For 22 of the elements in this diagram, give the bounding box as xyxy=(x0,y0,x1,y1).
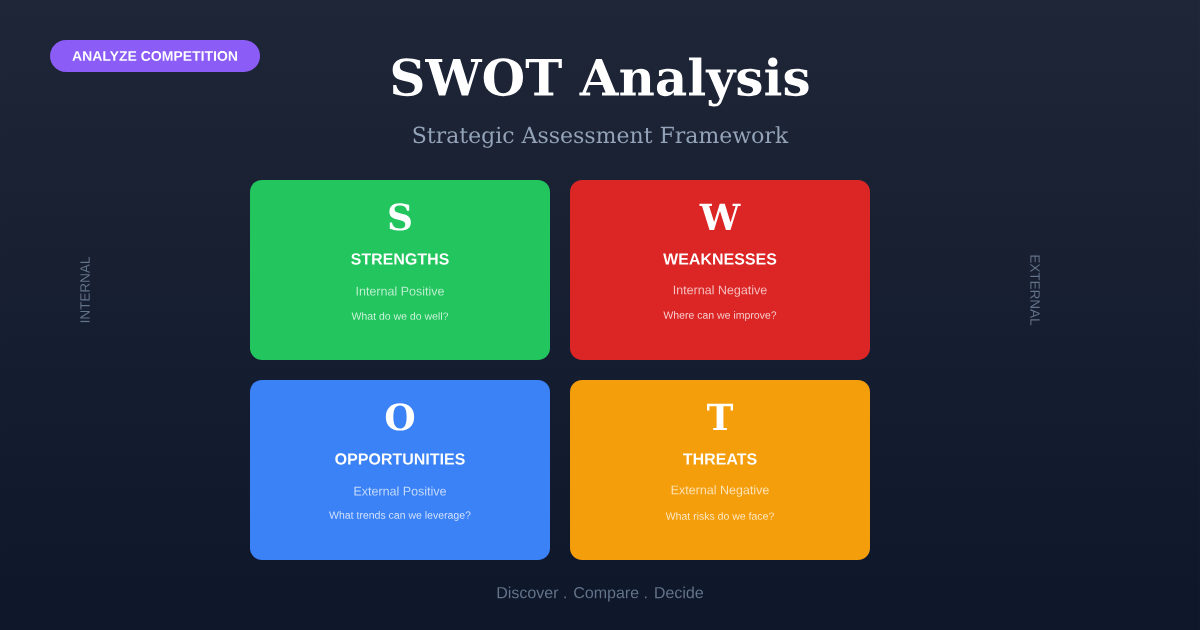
guiding-question: What trends can we leverage? xyxy=(329,511,471,521)
quadrant-heading: WEAKNESSES xyxy=(663,253,777,265)
footer-tagline: Discover . Compare . Decide xyxy=(497,586,703,602)
guiding-question: What risks do we face? xyxy=(665,512,774,520)
quadrant-letter: T xyxy=(707,403,734,431)
quadrant-heading: OPPORTUNITIES xyxy=(335,453,465,465)
guiding-question: What do we do well? xyxy=(351,312,449,320)
quadrant-heading: THREATS xyxy=(683,453,757,465)
quadrant-letter: O xyxy=(385,403,415,431)
axis-label: INTERNAL xyxy=(80,257,90,323)
quadrant-letter: W xyxy=(699,203,741,231)
title: SWOT Analysis xyxy=(392,57,809,107)
quadrant-subtitle: Internal Positive xyxy=(356,286,444,296)
quadrant-heading: STRENGTHS xyxy=(351,253,449,265)
quadrant-subtitle: External Positive xyxy=(354,486,446,496)
guiding-question: Where can we improve? xyxy=(663,311,777,321)
axis-label: EXTERNAL xyxy=(1030,255,1040,326)
subtitle: Strategic Assessment Framework xyxy=(413,126,789,148)
quadrant-subtitle: External Negative xyxy=(671,485,769,497)
category-badge: ANALYZE COMPETITION xyxy=(50,40,260,72)
quadrant-subtitle: Internal Negative xyxy=(673,285,767,297)
quadrant-letter: S xyxy=(389,203,411,231)
